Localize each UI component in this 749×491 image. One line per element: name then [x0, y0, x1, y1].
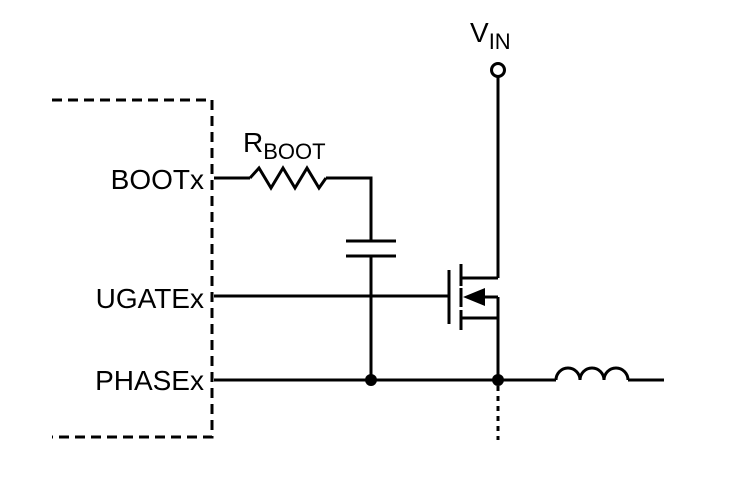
boot-wire-right [326, 176, 373, 241]
boot-resistor [248, 165, 328, 191]
mosfet-body-arrow [463, 288, 485, 306]
resistor-label-sub: BOOT [263, 139, 325, 164]
controller-boundary [52, 98, 214, 439]
supply-terminal [490, 62, 506, 78]
resistor-label: RBOOT [243, 127, 326, 164]
pin-label-phase: PHASEx [95, 365, 204, 396]
pin-label-ugate: UGATEx [96, 283, 204, 314]
output-inductor [554, 366, 630, 381]
supply-label-main: V [470, 17, 489, 48]
resistor-label-main: R [243, 127, 263, 158]
supply-label-sub: IN [489, 29, 511, 54]
junction-capacitor-phase [365, 374, 377, 386]
supply-label: VIN [470, 17, 511, 54]
junction-switch-node [492, 374, 504, 386]
pin-label-boot: BOOTx [111, 164, 204, 195]
